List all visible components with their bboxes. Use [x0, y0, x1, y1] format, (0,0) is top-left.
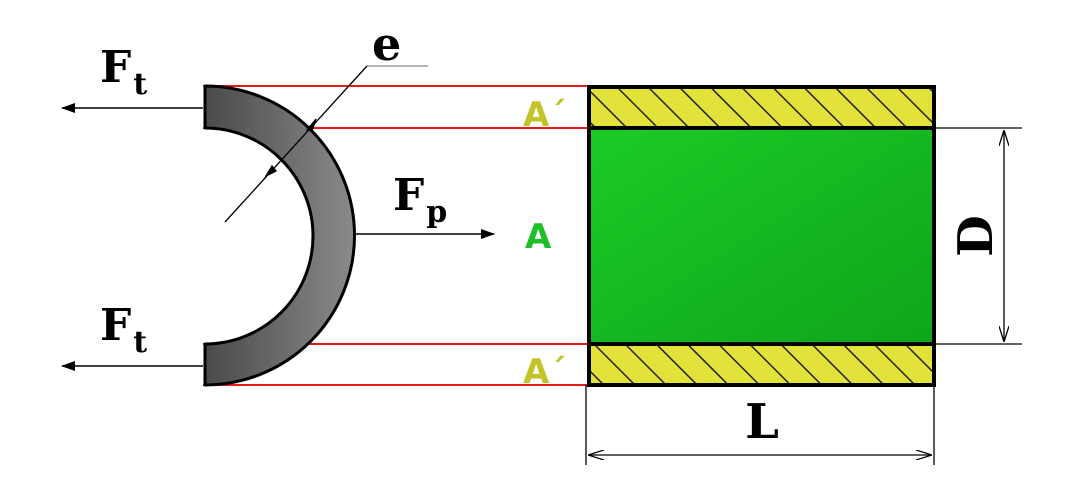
svg-text:Fp: Fp: [393, 170, 447, 230]
thickness-leader: [224, 65, 428, 223]
area-label-bottom: A´: [523, 352, 566, 392]
svg-text:Ft: Ft: [100, 42, 147, 102]
area-label-center: A: [525, 217, 552, 257]
svg-text:Ft: Ft: [100, 300, 147, 360]
hatched-area-bottom: [587, 342, 936, 387]
force-label-t-top-sub: t: [133, 67, 147, 102]
force-label-t-bottom-sub: t: [133, 325, 147, 360]
force-label-p: F: [393, 170, 424, 221]
half-shell-section: [203, 84, 356, 387]
force-label-t-top: F: [100, 42, 131, 93]
extension-lines: [585, 127, 1022, 465]
length-label: L: [745, 394, 779, 450]
hatched-area-top: [587, 85, 936, 130]
diameter-label: D: [948, 215, 1004, 257]
force-label-t-bottom: F: [100, 300, 131, 351]
area-label-top: A´: [523, 95, 566, 135]
projected-area: [587, 126, 936, 346]
force-label-p-sub: p: [426, 195, 447, 230]
thickness-label: e: [372, 17, 401, 71]
